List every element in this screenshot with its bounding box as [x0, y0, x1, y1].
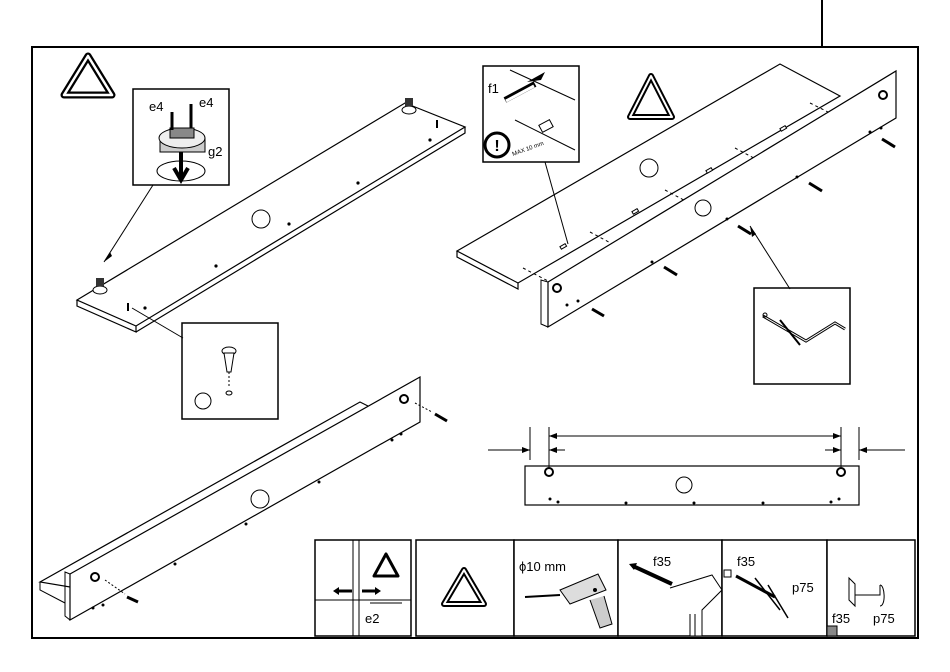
label-e4-left: e4: [149, 99, 163, 114]
label-p75: p75: [792, 580, 814, 595]
bottom-panel-3: ϕ10 mm: [514, 540, 628, 636]
label-f35: f35: [653, 554, 671, 569]
leader-line: [104, 185, 153, 262]
dimension-diagram: [488, 427, 905, 505]
step-b-warning-icon: [630, 76, 672, 117]
label-f35: f35: [737, 554, 755, 569]
label-g2: g2: [208, 144, 222, 159]
label-e2: e2: [365, 611, 379, 626]
leader-line: [750, 226, 790, 289]
bottom-panel-6: f35 p75: [827, 540, 915, 636]
step-a-warning-icon: [64, 56, 112, 95]
bottom-panel-2: [416, 540, 524, 636]
allen-key-detail-box: [754, 288, 850, 384]
label-e4-right: e4: [199, 95, 213, 110]
label-f35: f35: [832, 611, 850, 626]
label-f1: f1: [488, 81, 499, 96]
svg-text:!: !: [494, 138, 499, 155]
bottom-panel-1: e2: [315, 540, 411, 636]
bottom-panel-4: f35: [618, 540, 732, 636]
dowel-detail-box: f1 ! MAX 10 mm: [483, 66, 579, 162]
exclamation-icon: !: [485, 133, 509, 157]
hardware-detail-box: e4 e4 g2: [133, 89, 229, 185]
label-p75: p75: [873, 611, 895, 626]
screw-detail-box: [182, 323, 278, 419]
bottom-panel-5: f35 p75: [722, 540, 827, 636]
drill-size-label: ϕ10 mm: [519, 559, 566, 574]
